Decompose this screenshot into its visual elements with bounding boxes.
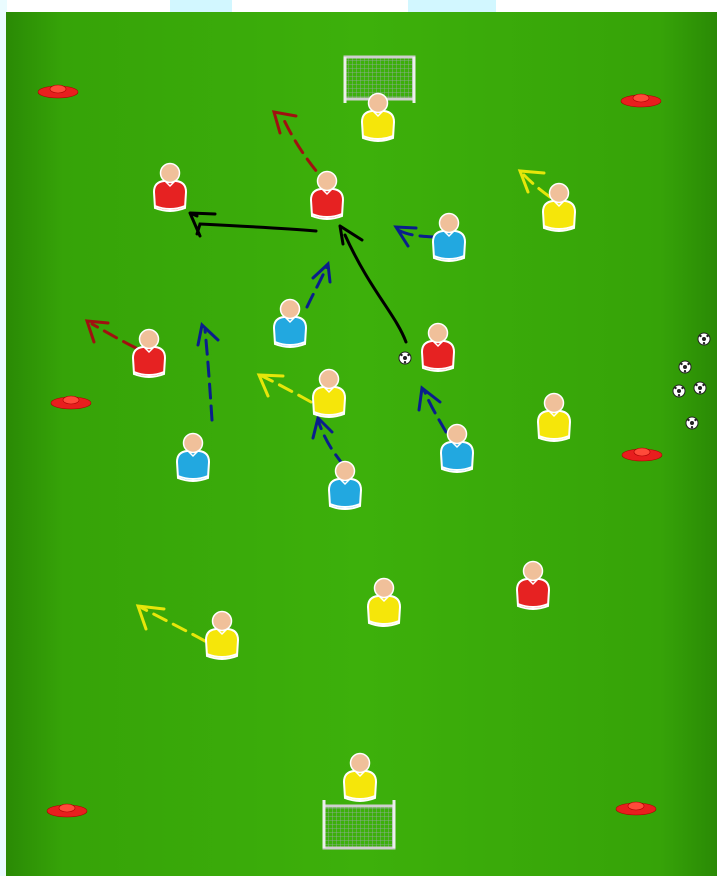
grass-surface bbox=[6, 12, 717, 876]
ball bbox=[686, 417, 698, 429]
match-ball bbox=[399, 352, 411, 364]
ball bbox=[673, 385, 685, 397]
ball bbox=[698, 333, 710, 345]
bottom-goal bbox=[324, 800, 394, 848]
ball bbox=[694, 382, 706, 394]
ball bbox=[679, 361, 691, 373]
